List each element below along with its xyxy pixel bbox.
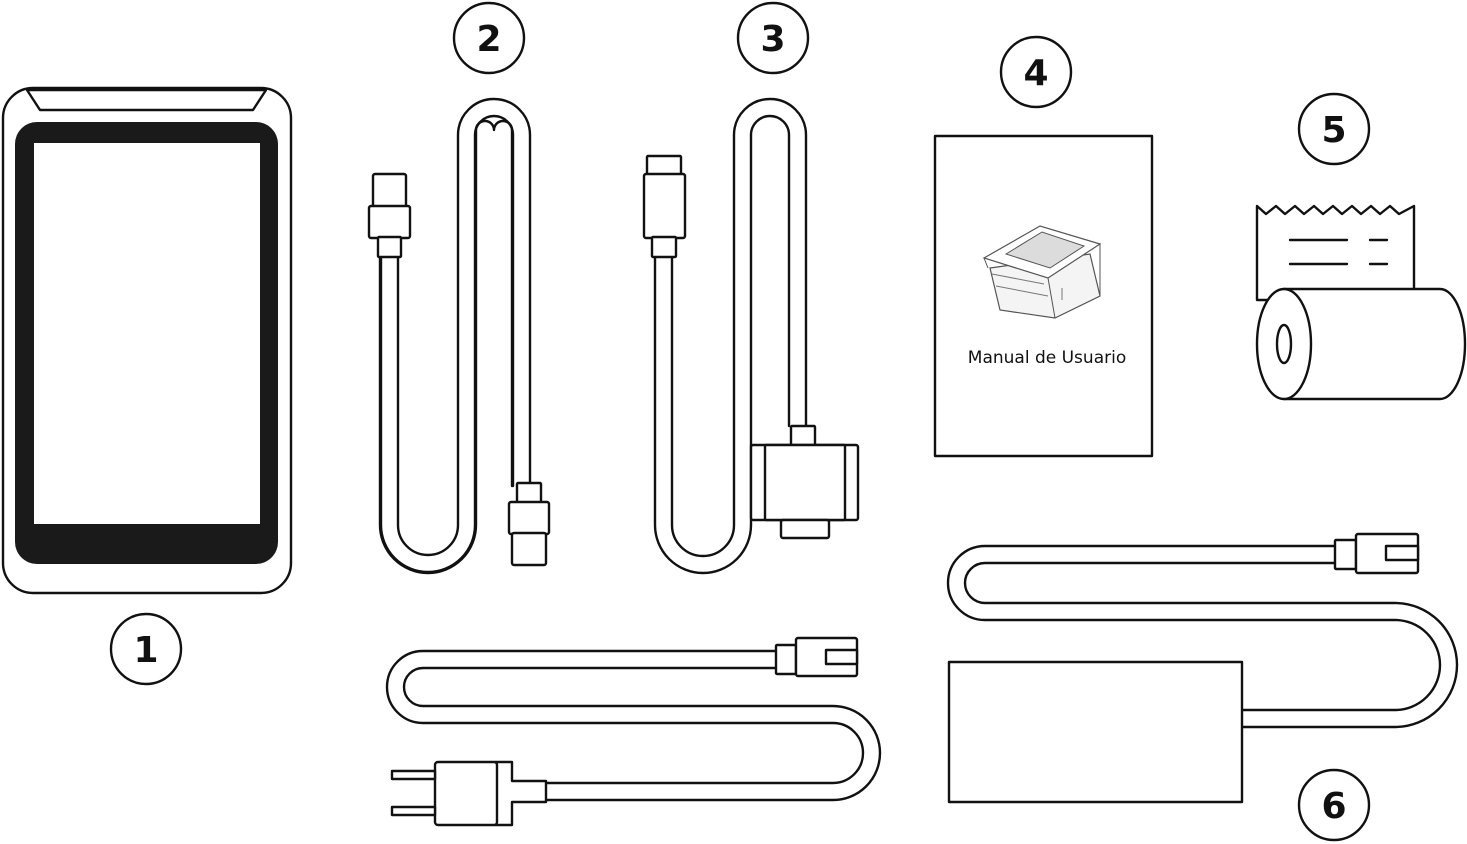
badge-4-label: 4 (1023, 53, 1048, 94)
badge-4: 4 (999, 35, 1073, 109)
badge-2-label: 2 (476, 19, 501, 60)
tablet-screen (34, 143, 260, 524)
manual-title: Manual de Usuario (968, 348, 1126, 368)
printer-illustration (982, 225, 1102, 319)
power-adapter (946, 532, 1459, 804)
badge-6: 6 (1297, 768, 1371, 842)
tablet (1, 86, 293, 595)
badge-5: 5 (1297, 92, 1371, 166)
badge-3-label: 3 (760, 19, 785, 60)
badge-2: 2 (452, 1, 526, 75)
power-cord (385, 636, 882, 827)
badge-3: 3 (736, 1, 810, 75)
serial-cable (642, 97, 860, 575)
badge-1-label: 1 (133, 630, 158, 671)
badge-5-label: 5 (1321, 110, 1346, 151)
paper-roll (1255, 204, 1467, 401)
badge-6-label: 6 (1321, 786, 1346, 827)
user-manual: Manual de Usuario (933, 134, 1154, 458)
badge-1: 1 (109, 612, 183, 686)
usb-cable (367, 97, 551, 575)
